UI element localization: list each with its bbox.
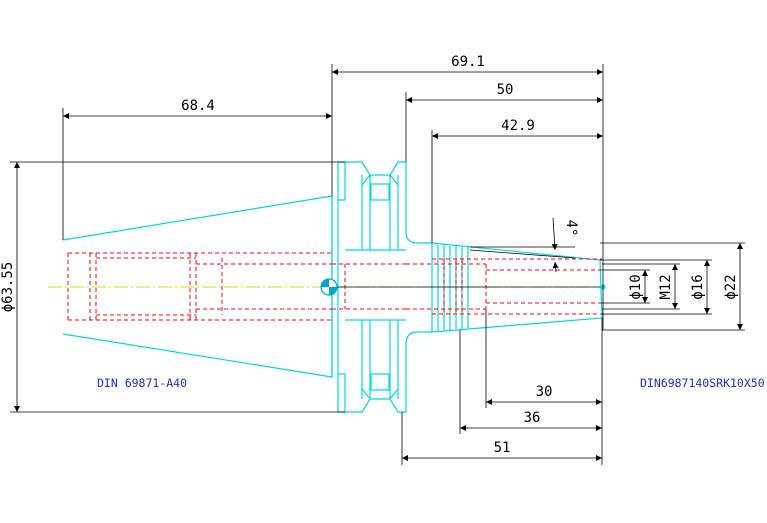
nose-transition-bottom <box>405 331 432 345</box>
dim-51: 51 <box>494 440 511 456</box>
dim-68-4: 68.4 <box>181 98 215 114</box>
extension-lines <box>10 64 745 465</box>
label-left-standard: DIN 69871-A40 <box>97 376 187 390</box>
hidden-bore-lines <box>67 252 602 321</box>
v-groove-top <box>345 161 407 232</box>
label-right-standard: DIN6987140SRK10X50 <box>640 376 765 390</box>
dim-phi16: ϕ16 <box>690 274 706 299</box>
dim-line-angle <box>551 217 558 251</box>
dim-phi10: ϕ10 <box>628 274 644 299</box>
dim-36: 36 <box>524 410 541 426</box>
dim-42-9: 42.9 <box>501 118 535 134</box>
dim-m12: M12 <box>658 274 674 299</box>
dim-phi63-55: ϕ63.55 <box>0 262 16 313</box>
dim-angle: 4° <box>563 220 579 237</box>
thread-rings <box>437 245 469 331</box>
dim-30: 30 <box>536 384 553 400</box>
collet-nose <box>431 242 603 333</box>
center-marker <box>320 278 606 296</box>
v-groove-bottom <box>345 344 407 413</box>
dim-69-1: 69.1 <box>451 54 485 70</box>
dim-phi22: ϕ22 <box>723 274 739 299</box>
nose-transition-top <box>405 231 432 244</box>
dim-50: 50 <box>497 82 514 98</box>
dimension-lines <box>14 69 743 461</box>
